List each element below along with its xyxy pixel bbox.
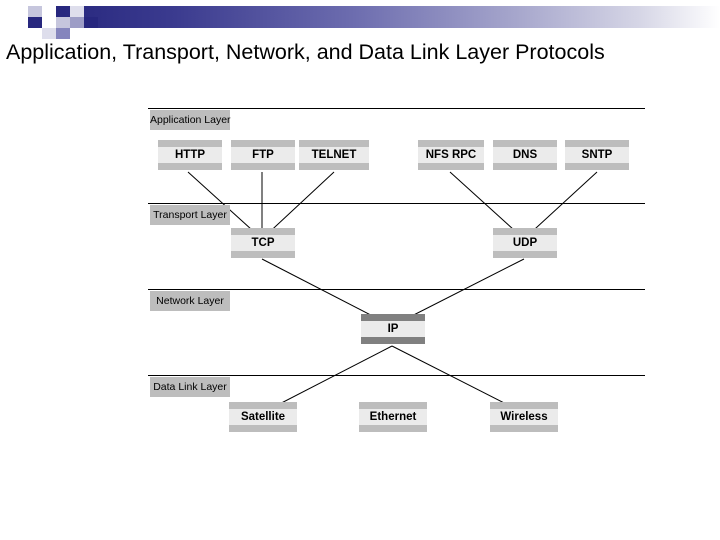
protocol-box-satellite[interactable]: Satellite bbox=[229, 402, 297, 432]
deco-square-9 bbox=[84, 17, 98, 28]
protocol-stack-diagram: Application Layer Transport Layer Networ… bbox=[0, 100, 720, 470]
deco-square-6 bbox=[56, 17, 70, 28]
protocol-box-http[interactable]: HTTP bbox=[158, 140, 222, 170]
layer-separator-datalink bbox=[148, 375, 645, 376]
layer-separator-network bbox=[148, 289, 645, 290]
deco-square-8 bbox=[70, 17, 84, 28]
connector-nfsrpc-udp bbox=[449, 171, 525, 240]
protocol-box-telnet[interactable]: TELNET bbox=[299, 140, 369, 170]
layer-separator-transport bbox=[148, 203, 645, 204]
protocol-box-ftp[interactable]: FTP bbox=[231, 140, 295, 170]
layer-label-network: Network Layer bbox=[150, 291, 230, 311]
layer-label-datalink: Data Link Layer bbox=[150, 377, 230, 397]
layer-separator-application bbox=[148, 108, 645, 109]
deco-square-1 bbox=[28, 6, 42, 17]
deco-square-4 bbox=[42, 28, 56, 39]
layer-label-application: Application Layer bbox=[150, 110, 231, 130]
page-title: Application, Transport, Network, and Dat… bbox=[6, 40, 605, 64]
protocol-box-tcp[interactable]: TCP bbox=[231, 228, 295, 258]
protocol-box-ethernet[interactable]: Ethernet bbox=[359, 402, 427, 432]
header-decoration bbox=[0, 0, 720, 40]
protocol-box-nfs-rpc[interactable]: NFS RPC bbox=[418, 140, 484, 170]
connector-telnet-tcp bbox=[261, 171, 335, 240]
layer-label-transport: Transport Layer bbox=[150, 205, 230, 225]
connector-ip-satellite bbox=[261, 345, 393, 414]
header-gradient-bar bbox=[56, 6, 720, 28]
deco-square-7 bbox=[70, 6, 84, 17]
protocol-box-sntp[interactable]: SNTP bbox=[565, 140, 629, 170]
protocol-box-udp[interactable]: UDP bbox=[493, 228, 557, 258]
connector-ip-wireless bbox=[391, 345, 525, 414]
deco-square-5 bbox=[56, 28, 70, 39]
protocol-box-wireless[interactable]: Wireless bbox=[490, 402, 558, 432]
protocol-box-dns[interactable]: DNS bbox=[493, 140, 557, 170]
connector-sntp-udp bbox=[523, 171, 598, 240]
protocol-box-ip[interactable]: IP bbox=[361, 314, 425, 344]
deco-square-2 bbox=[28, 17, 42, 28]
deco-square-3 bbox=[42, 17, 56, 28]
